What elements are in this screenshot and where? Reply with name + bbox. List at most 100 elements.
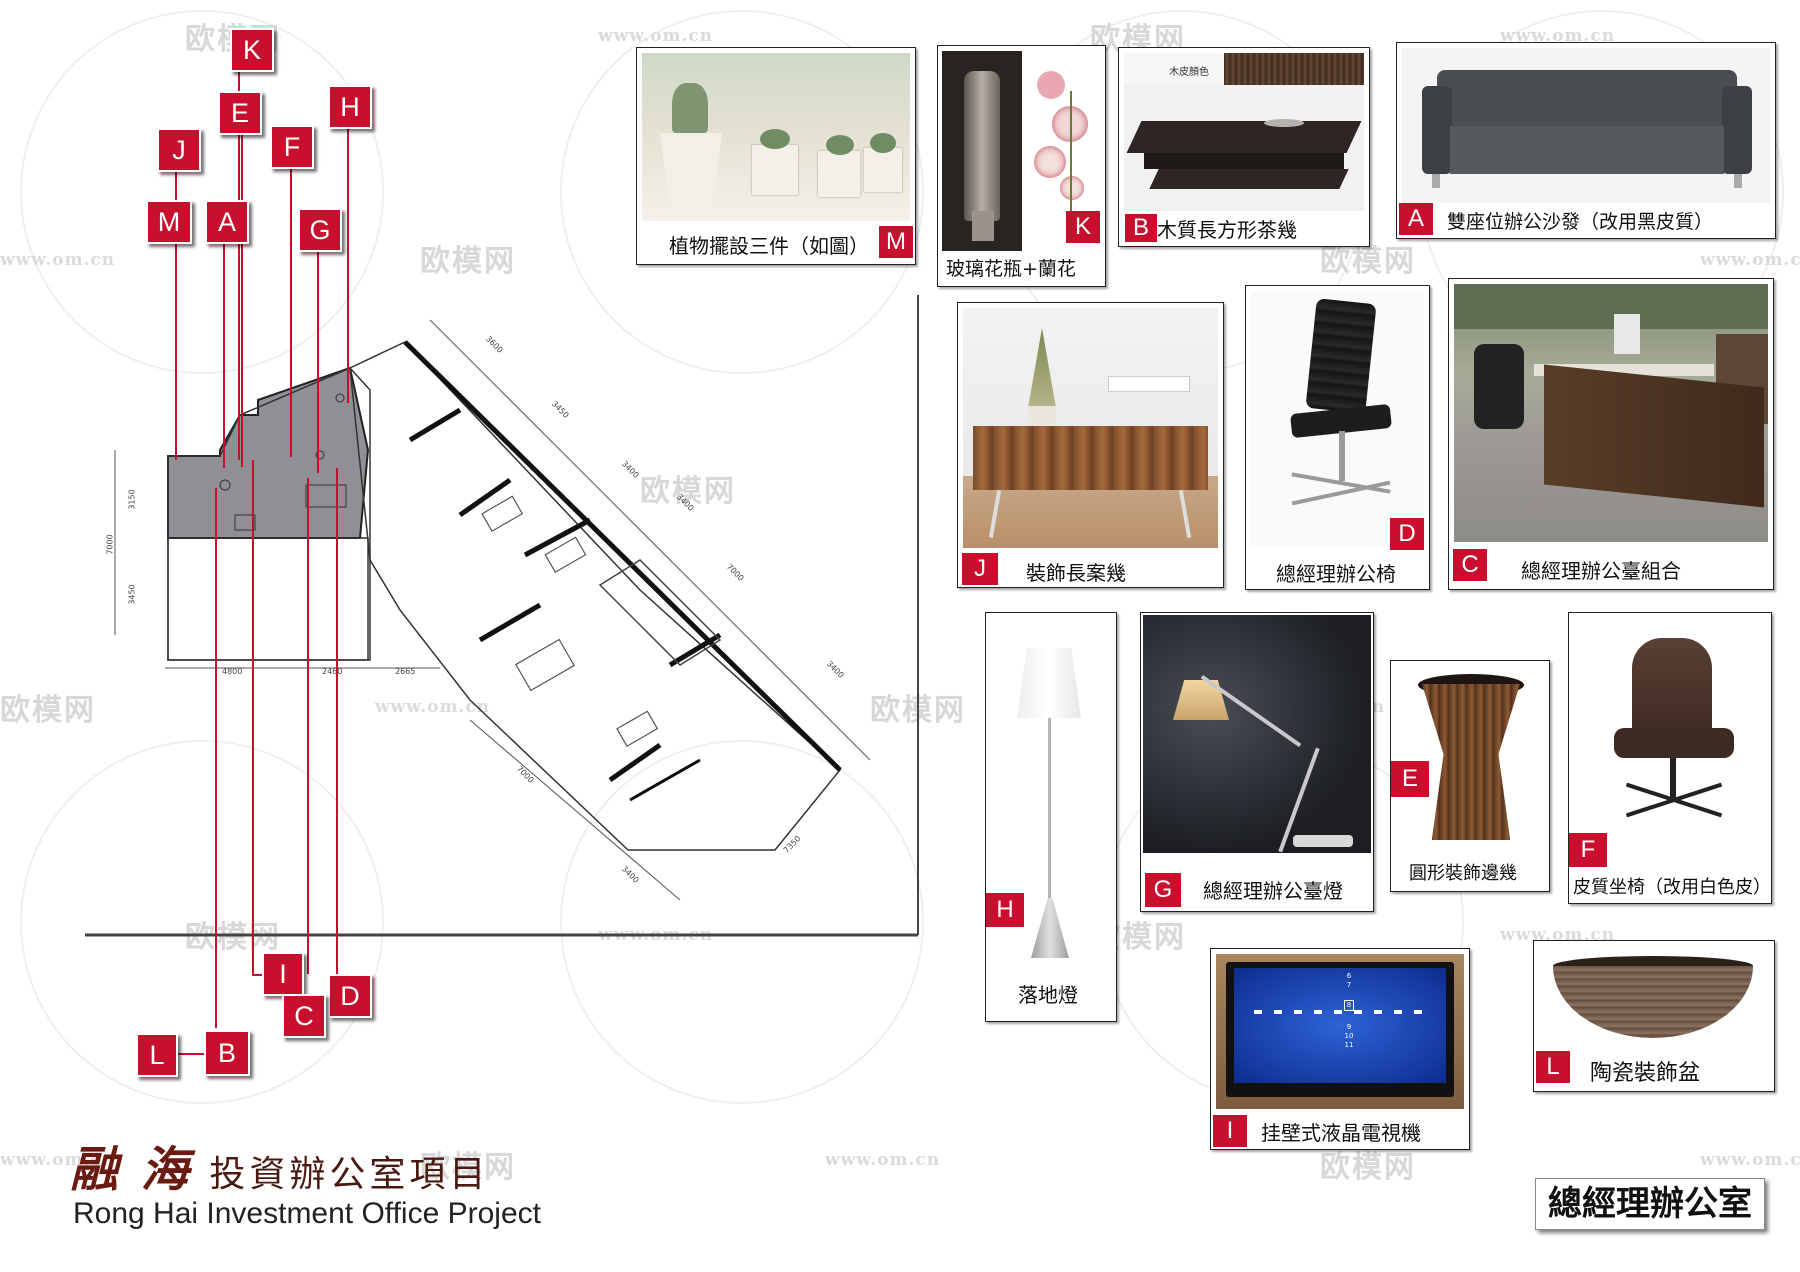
plan-tag-d[interactable]: D [328, 974, 372, 1018]
leader-line-j [175, 168, 177, 198]
watermark-brand: 欧模网 [1320, 1150, 1416, 1185]
product-caption: 總經理辦公椅 [1276, 562, 1396, 586]
watermark-url: www.om.cn [825, 1150, 941, 1170]
product-card-j[interactable]: J 裝飾長案幾 [957, 302, 1224, 588]
watermark-brand: 欧模网 [420, 244, 516, 279]
plan-tag-k[interactable]: K [230, 28, 274, 72]
product-card-m[interactable]: 植物擺設三件（如圖） M [636, 47, 916, 265]
plan-tag-b[interactable]: B [204, 1030, 250, 1076]
plan-dimension: 4800 [222, 667, 243, 676]
plan-tag-m[interactable]: M [146, 200, 192, 244]
project-title-en: Rong Hai Investment Office Project [73, 1197, 541, 1230]
watermark-url: www.om.cn [0, 250, 116, 270]
product-letter: D [1390, 518, 1424, 550]
product-letter: H [986, 893, 1024, 927]
watermark-url: www.om.cn [375, 697, 491, 717]
leader-line-l [175, 1053, 205, 1055]
product-letter: L [1536, 1051, 1570, 1083]
product-letter: B [1125, 214, 1157, 242]
tv-menu-number: 7 [1346, 981, 1352, 989]
leader-line-c [307, 478, 309, 974]
project-title-cn: 融 海 投資辦公室項目 [70, 1130, 489, 1200]
tv-menu-number: 6 [1346, 972, 1352, 980]
product-letter: J [962, 553, 998, 585]
product-caption: 總經理辦公臺組合 [1521, 559, 1681, 583]
watermark-url: www.om.cn [1700, 1150, 1800, 1170]
product-caption: 裝飾長案幾 [1026, 561, 1126, 585]
leader-line-i [252, 460, 254, 975]
product-card-d[interactable]: D 總經理辦公椅 [1245, 285, 1430, 590]
product-caption: 皮質坐椅（改用白色皮） [1573, 877, 1771, 898]
watermark-brand: 欧模网 [1320, 244, 1416, 279]
coffee-table-photo: 木皮顏色 [1124, 53, 1364, 211]
watermark-url: www.om.cn [0, 1150, 116, 1170]
product-caption: 木質長方形茶幾 [1157, 218, 1297, 242]
plan-tag-h[interactable]: H [328, 85, 372, 129]
plan-tag-j[interactable]: J [157, 128, 201, 172]
plan-dimension: 3450 [127, 584, 137, 605]
plants-photo [642, 53, 910, 221]
leader-line-d [336, 468, 338, 980]
project-brand: 融 海 [70, 1142, 192, 1198]
product-card-f[interactable]: F 皮質坐椅（改用白色皮） [1568, 612, 1772, 904]
leader-line-b [215, 488, 217, 1028]
watermark-url: www.om.cn [1500, 26, 1616, 46]
plan-dimension: 2665 [395, 667, 416, 676]
product-card-h[interactable]: H 落地燈 [985, 612, 1117, 1022]
product-caption: 挂壁式液晶電視機 [1261, 1121, 1421, 1145]
leader-line-f [290, 165, 292, 457]
watermark-url: www.om.cn [598, 26, 714, 46]
bowl-photo [1539, 946, 1769, 1046]
watermark-circle [560, 740, 924, 1104]
desk-set-photo [1454, 284, 1768, 542]
product-card-e[interactable]: E 圓形裝飾邊幾 [1390, 660, 1550, 892]
tv-menu-number: 10 [1344, 1032, 1354, 1040]
leader-line-h [347, 128, 349, 403]
product-card-c[interactable]: C 總經理辦公臺組合 [1448, 278, 1774, 590]
plan-tag-i[interactable]: I [262, 952, 304, 996]
watermark-brand: 欧模网 [420, 1150, 516, 1185]
office-chair-photo [1251, 291, 1424, 546]
watermark-circle [560, 10, 924, 374]
product-caption: 玻璃花瓶+蘭花 [946, 258, 1076, 280]
watermark-brand: 欧模网 [185, 920, 281, 955]
product-letter: E [1391, 761, 1429, 797]
product-card-i[interactable]: 6 7 8 9 10 11 I 挂壁式液晶電視機 [1210, 948, 1470, 1150]
watermark-url: www.om.cn [1700, 250, 1800, 270]
plan-tag-g[interactable]: G [298, 208, 342, 252]
product-caption: 圓形裝飾邊幾 [1409, 863, 1517, 884]
leader-line-k [238, 70, 240, 460]
plan-tag-f[interactable]: F [270, 125, 314, 169]
leader-line-g [317, 248, 319, 473]
product-card-g[interactable]: G 總經理辦公臺燈 [1140, 612, 1374, 912]
product-card-b[interactable]: 木皮顏色 B 木質長方形茶幾 [1118, 47, 1370, 247]
product-caption: 陶瓷裝飾盆 [1590, 1061, 1701, 1086]
plan-tag-c[interactable]: C [282, 994, 326, 1038]
plan-dimension: 7000 [105, 534, 115, 555]
product-caption: 落地燈 [1018, 983, 1078, 1007]
product-card-a[interactable]: A 雙座位辦公沙發（改用黑皮質） [1396, 42, 1776, 239]
plan-tag-a[interactable]: A [205, 200, 249, 244]
product-card-k[interactable]: K 玻璃花瓶+蘭花 [937, 45, 1106, 287]
side-table-photo [1396, 666, 1544, 846]
plan-dimension: 2460 [322, 667, 343, 676]
product-card-l[interactable]: L 陶瓷裝飾盆 [1533, 940, 1775, 1092]
room-label: 總經理辦公室 [1535, 1178, 1765, 1230]
plan-tag-e[interactable]: E [218, 91, 262, 135]
product-caption: 雙座位辦公沙發（改用黑皮質） [1447, 211, 1714, 233]
watermark-brand: 欧模网 [0, 693, 96, 728]
product-letter: M [879, 226, 913, 258]
product-letter: A [1399, 203, 1433, 235]
tv-menu-number: 11 [1344, 1041, 1354, 1049]
desk-lamp-photo [1143, 615, 1371, 853]
product-letter: C [1453, 549, 1487, 581]
leader-line-a [223, 240, 225, 468]
wood-swatch-label: 木皮顏色 [1169, 67, 1209, 78]
watermark-circle [20, 740, 384, 1104]
sofa-photo [1402, 48, 1770, 203]
plan-tag-l[interactable]: L [136, 1033, 178, 1077]
watermark-circle [20, 10, 384, 374]
product-letter: I [1213, 1115, 1247, 1147]
product-letter: F [1569, 833, 1607, 867]
leader-line-e [241, 132, 243, 467]
